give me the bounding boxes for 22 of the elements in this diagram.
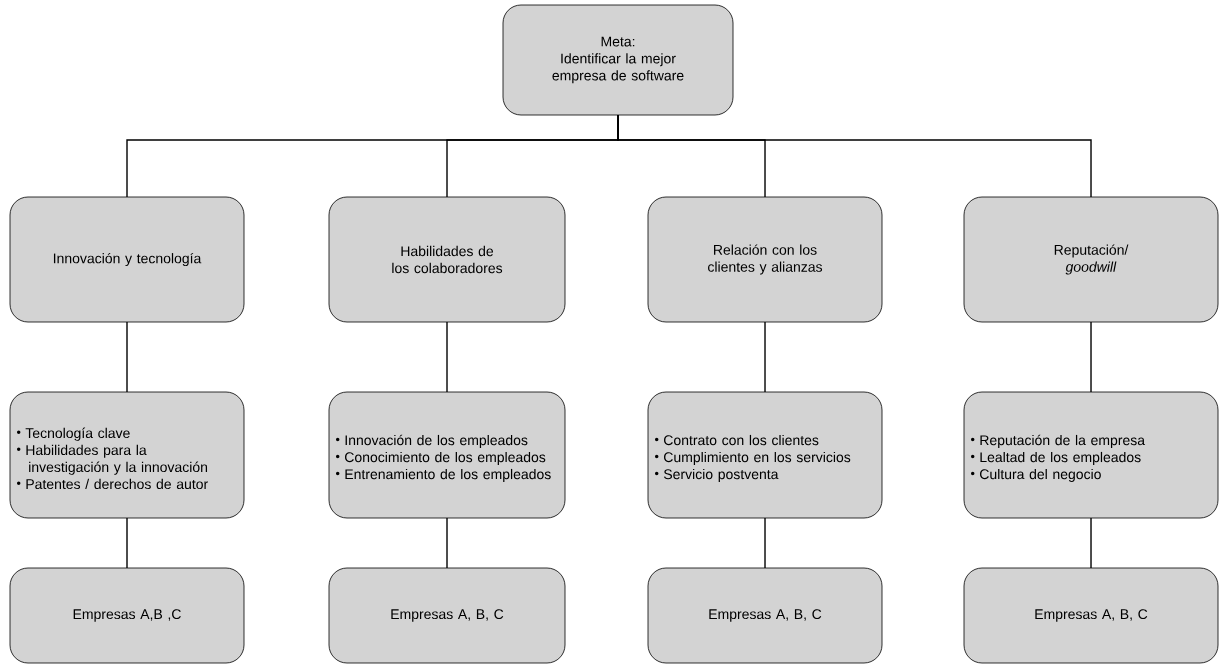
connector-line <box>126 517 128 569</box>
connector-line <box>764 321 766 393</box>
connector-line <box>1090 321 1092 393</box>
attribute-list-box: Contrato con los clientes Cumplimiento en los servicios Servicio postventa <box>647 391 883 519</box>
alternatives-box: Empresas A, B, C <box>647 567 883 664</box>
alternatives-box: Empresas A,B ,C <box>9 567 245 664</box>
connector-line <box>764 517 766 569</box>
connector-line <box>1090 517 1092 569</box>
alternatives-box: Empresas A, B, C <box>963 567 1219 664</box>
attribute-list-box: Innovación de los empleados Conocimiento de los empleados Entrenamiento de los empleados <box>328 391 566 519</box>
connector-line <box>446 517 448 569</box>
connector-line <box>126 321 128 393</box>
criterion-box: Habilidades de los colaboradores <box>328 196 566 323</box>
criterion-box: Relación con los clientes y alianzas <box>647 196 883 323</box>
connector-line <box>617 114 1092 198</box>
criterion-box: Innovación y tecnología <box>9 196 245 323</box>
goal-box: Meta: Identificar la mejor empresa de software <box>502 4 734 116</box>
criterion-box: Reputación/ goodwill <box>963 196 1219 323</box>
alternatives-box: Empresas A, B, C <box>328 567 566 664</box>
connector-line <box>446 321 448 393</box>
attribute-list-box: Reputación de la empresa Lealtad de los empleados Cultura del negocio <box>963 391 1219 519</box>
attribute-list-box: Tecnología clave Habilidades para la investigación y la innovación Patentes / derechos de autor <box>9 391 245 519</box>
